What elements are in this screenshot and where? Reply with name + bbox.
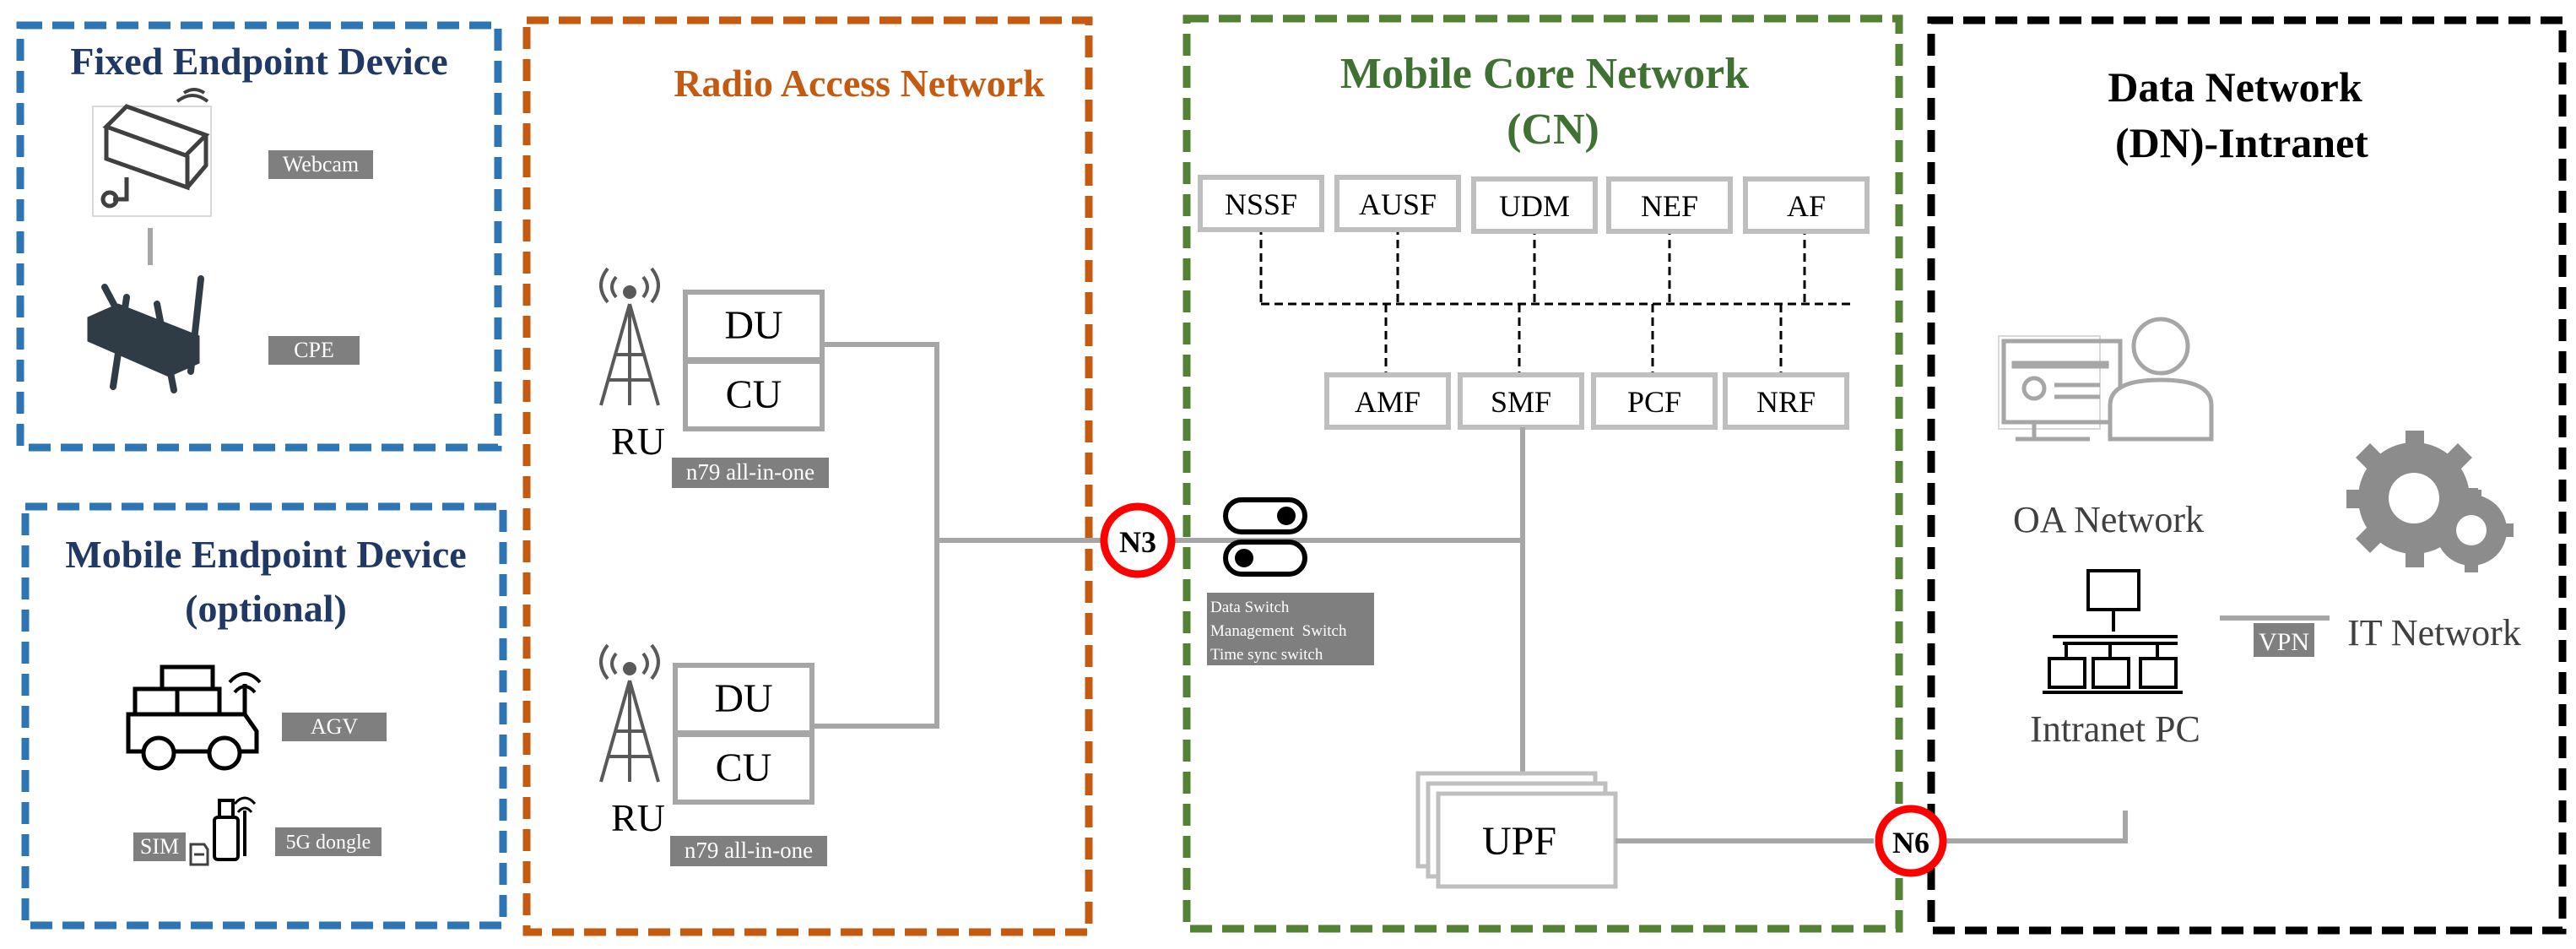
mobile-title-line1: Mobile Endpoint Device <box>65 533 466 576</box>
cpe-label: CPE <box>294 338 334 362</box>
core-title-line1: Mobile Core Network <box>1340 50 1749 98</box>
n6-links <box>1615 811 2128 843</box>
du-box-1 <box>683 290 825 362</box>
nf-box-pcf <box>1591 372 1718 430</box>
antenna-tower-icon <box>599 643 660 783</box>
cu-label-2: CU <box>716 746 772 790</box>
vpn-tag <box>2254 623 2314 657</box>
webcam-tag <box>268 150 373 179</box>
upf-label: UPF <box>1482 819 1556 864</box>
nf-box-af <box>1743 176 1870 234</box>
upf-box <box>1436 791 1618 889</box>
antenna-tower-icon <box>599 267 660 406</box>
cpe-router-icon <box>87 275 204 393</box>
nf-label-udm: UDM <box>1499 189 1570 223</box>
nf-box-udm <box>1471 176 1598 234</box>
du-label-2: DU <box>714 676 772 721</box>
nf-label-amf: AMF <box>1355 385 1421 419</box>
sim-label: SIM <box>140 834 179 859</box>
nf-label-nssf: NSSF <box>1225 187 1297 221</box>
user-workstation-icon <box>1998 317 2214 442</box>
ran-box <box>522 16 1093 936</box>
bottom-nf-row: AMF SMF PCF NRF <box>1324 372 1849 430</box>
top-nf-row: NSSF AUSF UDM NEF AF <box>1198 175 1870 234</box>
ran-tag-label-1: n79 all-in-one <box>686 459 814 485</box>
core-title-line2: (CN) <box>1507 106 1599 154</box>
n6-label: N6 <box>1892 826 1929 860</box>
nf-box-nef <box>1606 176 1733 234</box>
nf-label-ausf: AUSF <box>1359 187 1437 221</box>
dongle-tag <box>275 827 382 856</box>
nf-label-nef: NEF <box>1641 189 1698 223</box>
sim-card-icon <box>189 843 209 866</box>
du-label-1: DU <box>724 303 782 348</box>
dongle-label: 5G dongle <box>286 832 371 854</box>
nf-box-nssf <box>1198 175 1324 232</box>
upf-stack: UPF <box>1415 771 1618 889</box>
fixed-endpoint-box <box>16 21 502 452</box>
ru-label-2: RU <box>611 796 665 839</box>
sim-tag <box>133 832 186 861</box>
cu-box-2 <box>673 732 814 805</box>
ran-tag-1 <box>672 458 829 488</box>
agv-tag <box>282 713 387 741</box>
fixed-title: Fixed Endpoint Device <box>70 40 447 83</box>
agv-truck-icon <box>126 664 262 771</box>
it-network-label: IT Network <box>2347 612 2521 653</box>
n3-label: N3 <box>1119 525 1156 559</box>
vpn-label: VPN <box>2259 628 2309 656</box>
gears-icon <box>2346 431 2514 572</box>
cu-box-1 <box>683 359 825 431</box>
intranet-pc-network-icon <box>2043 569 2183 694</box>
mobile-endpoint-box <box>21 502 507 930</box>
nf-label-pcf: PCF <box>1627 385 1681 419</box>
dn-title-line2: (DN)-Intranet <box>2115 119 2368 166</box>
ran-tag-2 <box>670 836 827 866</box>
ran-tag-label-2: n79 all-in-one <box>685 838 813 863</box>
cpe-tag <box>268 336 360 365</box>
nf-label-af: AF <box>1787 189 1826 223</box>
dn-title-line1: Data Network <box>2108 63 2362 111</box>
nf-label-nrf: NRF <box>1756 385 1816 419</box>
switch-line-2: Management Switch <box>1210 622 1347 640</box>
core-box <box>1182 14 1903 933</box>
du-box-2 <box>673 663 814 735</box>
switch-tag <box>1207 593 1374 665</box>
mobile-title-line2: (optional) <box>185 587 347 630</box>
webcam-label: Webcam <box>283 152 359 176</box>
oa-network-label: OA Network <box>2013 499 2204 540</box>
nf-box-ausf <box>1334 175 1461 232</box>
network-switch-icon <box>1223 497 1307 577</box>
ran-links <box>812 342 1106 729</box>
nf-dashed-bus <box>1259 226 1850 377</box>
nf-box-amf <box>1324 372 1451 430</box>
switch-line-1: Data Switch <box>1210 599 1290 616</box>
intranet-pc-label: Intranet PC <box>2030 708 2200 750</box>
nf-box-nrf <box>1723 372 1849 430</box>
webcam-icon <box>92 88 212 217</box>
cu-label-1: CU <box>726 372 782 417</box>
agv-label: AGV <box>311 714 359 739</box>
n6-interface-marker: N6 <box>1875 805 1947 877</box>
switch-line-3: Time sync switch <box>1210 646 1323 664</box>
n3-interface-marker: N3 <box>1100 502 1176 578</box>
ran-title: Radio Access Network <box>674 62 1045 105</box>
nf-label-smf: SMF <box>1491 385 1551 419</box>
usb-dongle-icon <box>213 796 257 861</box>
ru-label-1: RU <box>611 420 665 463</box>
